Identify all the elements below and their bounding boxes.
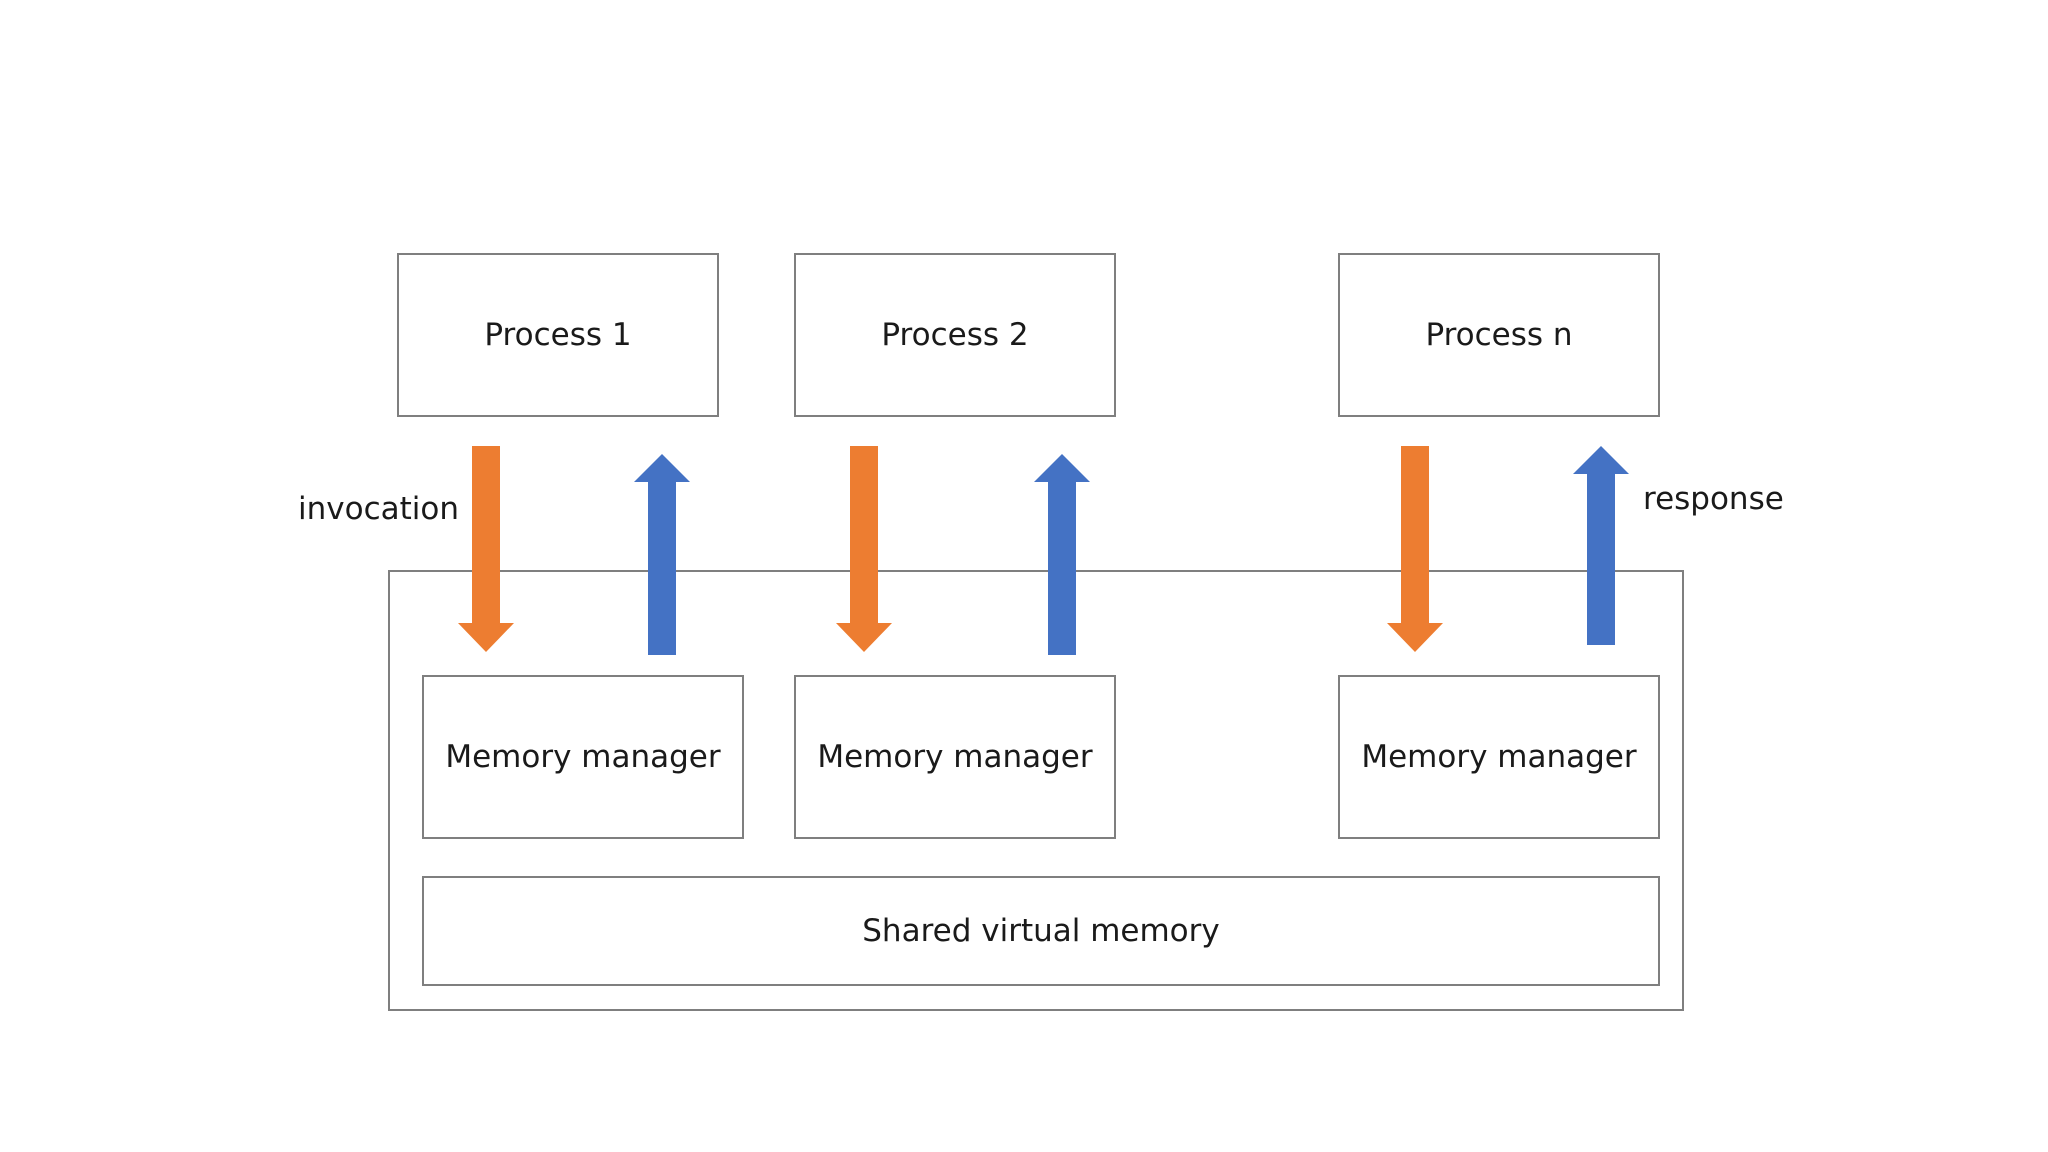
memory-manager-1-label: Memory manager	[445, 739, 721, 775]
process-1-label: Process 1	[484, 317, 632, 353]
process-n-box: Process n	[1338, 253, 1660, 417]
response-arrow-1	[634, 454, 690, 655]
memory-manager-2-label: Memory manager	[817, 739, 1093, 775]
process-1-box: Process 1	[397, 253, 719, 417]
invocation-arrow-n	[1387, 446, 1443, 652]
invocation-arrow-1	[458, 446, 514, 652]
response-arrow-n	[1573, 446, 1629, 645]
shared-virtual-memory-label: Shared virtual memory	[862, 913, 1220, 949]
shared-virtual-memory-box: Shared virtual memory	[422, 876, 1660, 986]
process-2-box: Process 2	[794, 253, 1116, 417]
response-arrow-2	[1034, 454, 1090, 655]
invocation-label: invocation	[298, 491, 459, 527]
response-label: response	[1643, 481, 1784, 517]
process-2-label: Process 2	[881, 317, 1029, 353]
memory-manager-2-box: Memory manager	[794, 675, 1116, 839]
system-container	[388, 570, 1684, 1011]
memory-manager-n-box: Memory manager	[1338, 675, 1660, 839]
memory-manager-1-box: Memory manager	[422, 675, 744, 839]
process-n-label: Process n	[1425, 317, 1573, 353]
invocation-arrow-2	[836, 446, 892, 652]
memory-manager-n-label: Memory manager	[1361, 739, 1637, 775]
